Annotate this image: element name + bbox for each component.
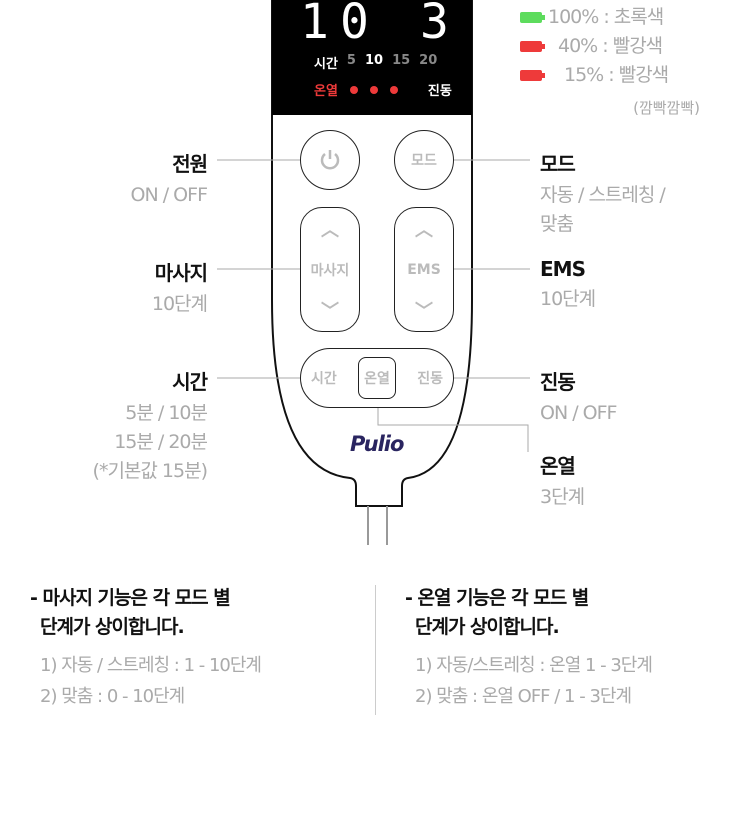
ems-callout: EMS 10단계	[540, 257, 596, 314]
chevron-down-icon[interactable]: ﹀	[415, 301, 433, 322]
heat-title: 온열	[540, 454, 576, 478]
note-massage: - 마사지 기능은 각 모드 별 단계가 상이합니다. 1) 자동 / 스트레칭…	[30, 584, 262, 712]
time-title: 시간	[172, 370, 208, 394]
power-title: 전원	[172, 152, 208, 176]
heat-desc: 3단계	[540, 486, 585, 508]
digit: 3	[420, 0, 449, 50]
note-item: 2) 맞춤 : 0 - 10단계	[40, 686, 185, 707]
time-callout: 시간 5분 / 10분 15분 / 20분 (*기본값 15분)	[92, 366, 208, 486]
time-desc: 15분 / 20분	[114, 431, 208, 453]
note-item: 1) 자동/스트레칭 : 온열 1 - 3단계	[415, 655, 653, 676]
heat-dot	[389, 85, 398, 94]
ems-title: EMS	[540, 257, 586, 281]
time-option-selected: 10	[364, 53, 384, 68]
vibration-label: 진동	[427, 84, 452, 99]
battery-icon	[520, 41, 545, 52]
time-option: 5	[346, 53, 356, 68]
brand-logo: Pulio	[350, 432, 404, 456]
mode-desc: 자동 / 스트레칭 /	[540, 184, 666, 206]
battery-icon	[520, 12, 545, 23]
power-button[interactable]	[300, 130, 360, 190]
legend-text: 100% : 초록색	[548, 6, 664, 28]
ems-label: EMS	[407, 261, 441, 278]
note-title: - 마사지 기능은 각 모드 별	[30, 587, 231, 609]
time-desc: (*기본값 15분)	[92, 460, 208, 482]
time-desc: 5분 / 10분	[125, 402, 208, 424]
chevron-up-icon[interactable]: ︿	[321, 220, 339, 241]
heat-dot	[349, 85, 358, 94]
note-item: 1) 자동 / 스트레칭 : 1 - 10단계	[40, 655, 262, 676]
heat-button[interactable]: 온열	[358, 357, 396, 399]
note-item: 2) 맞춤 : 온열 OFF / 1 - 3단계	[415, 686, 632, 707]
vibration-title: 진동	[540, 370, 576, 394]
digit: 1	[300, 0, 329, 50]
note-title: 단계가 상이합니다.	[40, 616, 185, 638]
legend-item: 40% : 빨강색	[520, 32, 668, 61]
power-callout: 전원 ON / OFF	[130, 148, 208, 210]
bottom-button-group: 시간 온열 진동	[300, 348, 454, 408]
legend-text: 40% : 빨강색	[558, 35, 663, 57]
heat-label: 온열	[314, 84, 338, 99]
massage-desc: 10단계	[151, 293, 208, 315]
heat-indicator: 온열 진동	[314, 80, 452, 99]
battery-legend: 100% : 초록색 40% : 빨강색 15% : 빨강색	[520, 3, 669, 90]
legend-item: 100% : 초록색	[520, 3, 668, 32]
power-desc: ON / OFF	[130, 184, 208, 206]
massage-title: 마사지	[154, 261, 208, 285]
divider	[375, 585, 376, 715]
legend-text: 15% : 빨강색	[564, 64, 669, 86]
heat-callout: 온열 3단계	[540, 450, 585, 512]
massage-label: 마사지	[310, 262, 350, 279]
massage-callout: 마사지 10단계	[151, 257, 208, 319]
digit: 0	[340, 0, 369, 50]
time-option: 15	[392, 53, 411, 68]
note-title: 단계가 상이합니다.	[415, 616, 560, 638]
mode-title: 모드	[540, 152, 576, 176]
time-indicator: 시간 5 10 15 20	[314, 53, 437, 72]
mode-desc: 맞춤	[540, 213, 574, 235]
note-title: - 온열 기능은 각 모드 별	[405, 587, 589, 609]
ems-button[interactable]: ︿ EMS ﹀	[394, 207, 454, 332]
ems-desc: 10단계	[540, 288, 596, 310]
time-label: 시간	[314, 57, 338, 72]
massage-button[interactable]: ︿ 마사지 ﹀	[300, 207, 360, 332]
mode-button[interactable]: 모드	[394, 130, 454, 190]
mode-callout: 모드 자동 / 스트레칭 / 맞춤	[540, 148, 666, 239]
battery-icon	[520, 70, 545, 81]
chevron-down-icon[interactable]: ﹀	[321, 301, 339, 322]
time-option: 20	[419, 53, 438, 68]
vibration-desc: ON / OFF	[540, 402, 617, 424]
time-button[interactable]: 시간	[311, 371, 337, 387]
heat-dot	[369, 85, 378, 94]
power-icon	[320, 150, 340, 170]
vibration-button[interactable]: 진동	[417, 371, 443, 387]
legend-item: 15% : 빨강색	[520, 61, 669, 90]
note-heat: - 온열 기능은 각 모드 별 단계가 상이합니다. 1) 자동/스트레칭 : …	[405, 584, 653, 712]
seven-segment-display: 1 0 3	[300, 0, 450, 50]
chevron-up-icon[interactable]: ︿	[415, 220, 433, 241]
vibration-callout: 진동 ON / OFF	[540, 366, 617, 428]
legend-note: (깜빡깜빡)	[633, 99, 700, 117]
